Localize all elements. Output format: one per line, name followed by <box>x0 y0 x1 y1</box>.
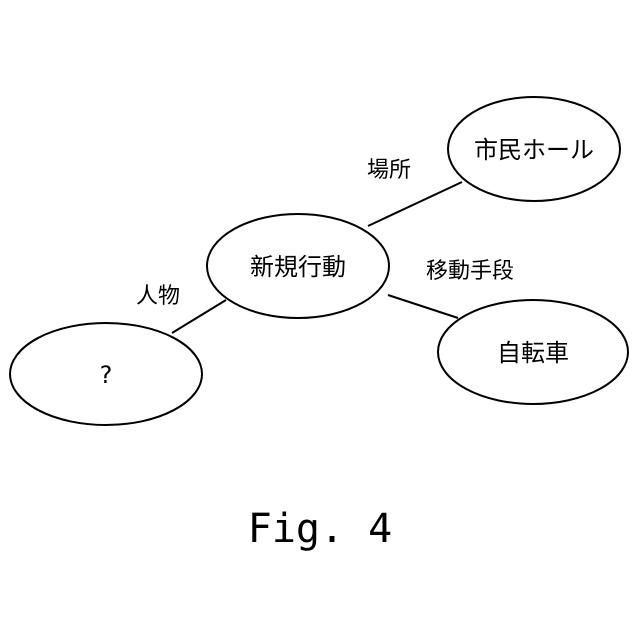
edge-center-to-person <box>172 300 226 333</box>
node-transport-label: 自転車 <box>497 339 569 367</box>
edge-place-label: 場所 <box>367 158 411 183</box>
edge-person-label: 人物 <box>136 284 180 309</box>
edge-center-to-place <box>368 182 462 226</box>
node-center-label: 新規行動 <box>250 253 346 281</box>
edge-center-to-transport <box>388 295 458 318</box>
node-person-label: ? <box>100 361 113 389</box>
figure-caption: Fig. 4 <box>248 506 393 552</box>
edge-transport-label: 移動手段 <box>426 259 514 284</box>
node-place-label: 市民ホール <box>474 136 594 164</box>
